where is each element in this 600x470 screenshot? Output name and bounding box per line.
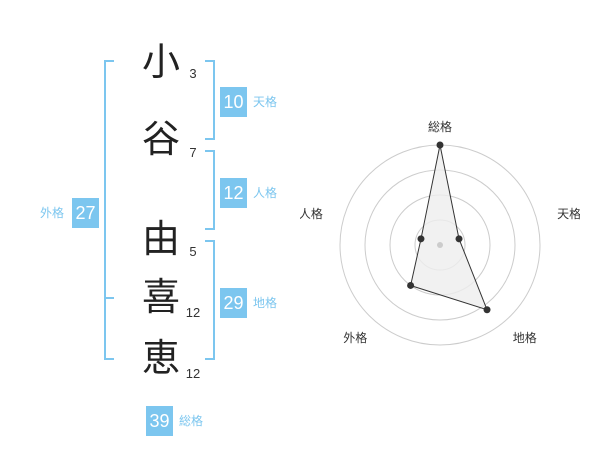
radar-point-2: [455, 235, 463, 243]
name-char-4: 喜: [141, 275, 180, 319]
stroke-count-5: 12: [185, 366, 201, 381]
chikaku-value: 29: [220, 288, 247, 318]
jinkaku-value: 12: [220, 178, 247, 208]
soukaku-label: 総格: [179, 414, 204, 428]
gaikaku-value: 27: [72, 198, 99, 228]
name-char-3: 由: [141, 217, 180, 261]
tenkaku-label: 天格: [253, 95, 278, 109]
gaikaku-bracket-tick: [104, 297, 114, 299]
radar-axis-label-1: 総格: [428, 119, 452, 134]
jinkaku-label: 人格: [253, 186, 278, 200]
stroke-count-1: 3: [189, 66, 197, 81]
stroke-count-4: 12: [185, 305, 201, 320]
stroke-count-2: 7: [189, 145, 197, 160]
tenkaku-bracket: [205, 60, 215, 140]
radar-axis-label-2: 天格: [557, 206, 580, 221]
radar-axis-label-4: 外格: [343, 330, 367, 345]
name-char-2: 谷: [141, 117, 180, 161]
radar-point-5: [417, 235, 425, 243]
soukaku-value: 39: [146, 406, 173, 436]
stroke-count-3: 5: [189, 244, 197, 259]
radar-polygon: [410, 144, 488, 311]
radar-point-3: [483, 306, 491, 314]
radar-axis-label-3: 地格: [513, 330, 537, 345]
jinkaku-bracket: [205, 150, 215, 230]
gaikaku-label: 外格: [40, 206, 65, 220]
radar-point-1: [436, 141, 444, 149]
name-char-1: 小: [141, 40, 180, 84]
gaikaku-bracket: [104, 60, 114, 360]
radar-axis-label-5: 人格: [300, 206, 323, 221]
chikaku-bracket: [205, 240, 215, 360]
chikaku-label: 地格: [253, 296, 278, 310]
name-char-5: 恵: [141, 336, 180, 380]
radar-point-4: [407, 281, 415, 289]
tenkaku-value: 10: [220, 87, 247, 117]
radar-center-dot: [437, 242, 443, 248]
